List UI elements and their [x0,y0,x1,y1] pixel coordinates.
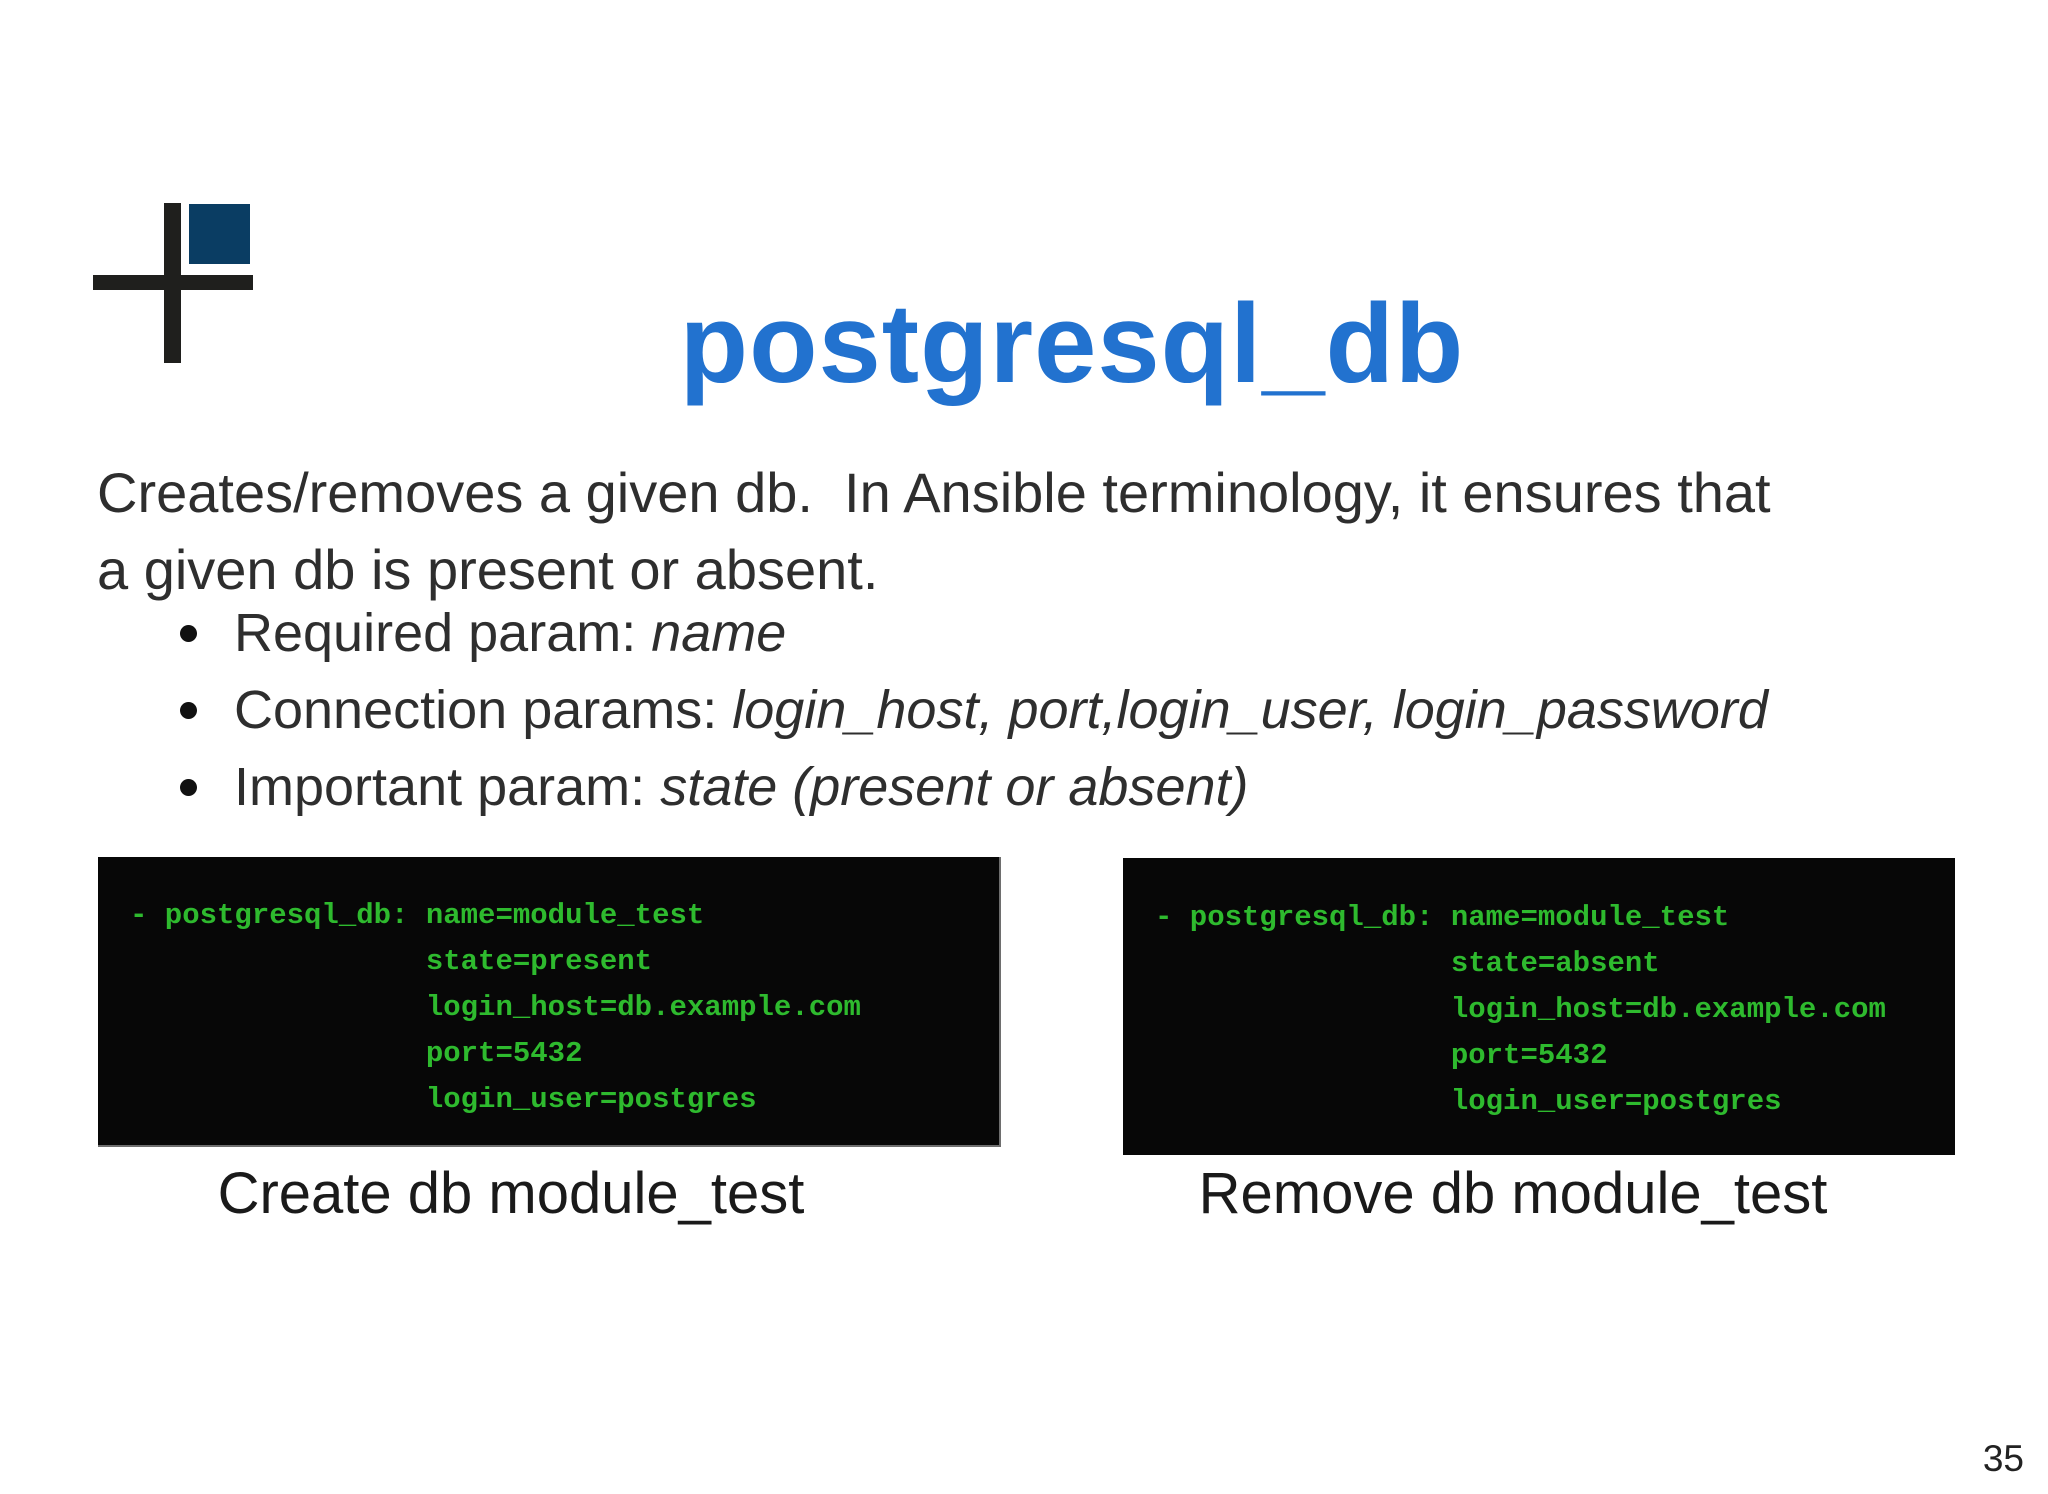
terminal-create-db-screenshot: - postgresql_db: name=module_test state=… [98,857,1001,1147]
page-number: 35 [1982,1438,2024,1479]
caption-remove-db: Remove db module_test [1198,1161,1828,1226]
terminal-line: port=5432 [130,1037,583,1070]
terminal-line: state=present [130,945,653,978]
terminal-line: - postgresql_db: name=module_test [130,899,705,932]
terminal-line: login_host=db.example.com [1155,993,1886,1026]
bullet-param-name: name [651,603,787,663]
bullet-prefix: Required param: [234,603,652,663]
description-line: a given db is present or absent. [97,538,879,601]
bullet-param-name: login_host, port,login_user, login_passw… [732,680,1768,740]
caption-create-db: Create db module_test [217,1161,805,1226]
parameter-bullet-list: Required param: name Connection params: … [178,595,1768,826]
bullet-prefix: Important param: [234,757,661,817]
terminal-line: login_user=postgres [1155,1085,1782,1118]
logo-cross-vertical-bar [164,203,181,363]
bullet-param-name: state (present or absent) [660,757,1249,817]
description-paragraph: Creates/removes a given db. In Ansible t… [97,454,1771,608]
plus-square-logo-icon [0,0,300,420]
terminal-line: login_host=db.example.com [130,991,861,1024]
logo-navy-square [189,204,250,264]
description-line: Creates/removes a given db. In Ansible t… [97,461,1771,524]
bullet-required-param: Required param: name [178,595,1768,672]
terminal-line: state=absent [1155,947,1660,980]
bullet-prefix: Connection params: [234,680,733,740]
bullet-important-param: Important param: state (present or absen… [178,749,1768,826]
slide-title: postgresql_db [679,281,1465,407]
terminal-line: port=5432 [1155,1039,1608,1072]
bullet-connection-params: Connection params: login_host, port,logi… [178,672,1768,749]
terminal-remove-db-screenshot: - postgresql_db: name=module_test state=… [1123,858,1955,1155]
terminal-line: login_user=postgres [130,1083,757,1116]
terminal-line: - postgresql_db: name=module_test [1155,901,1730,934]
